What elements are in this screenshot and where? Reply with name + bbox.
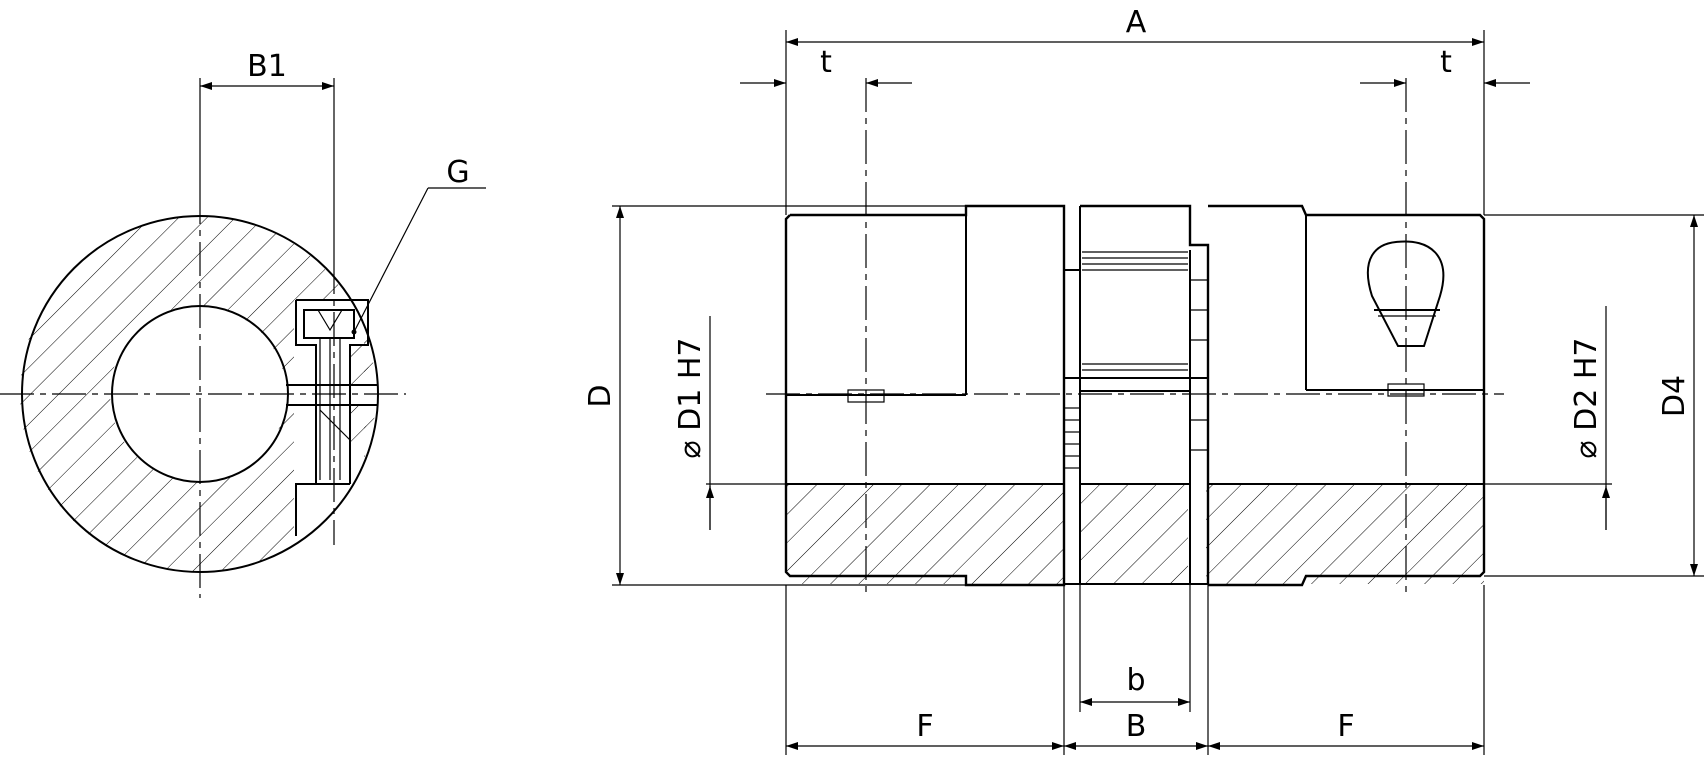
label-g: G xyxy=(446,155,469,190)
label-d: D xyxy=(583,384,618,407)
clamp-screw xyxy=(303,309,355,339)
label-f-left: F xyxy=(916,709,933,744)
right-hub xyxy=(1208,204,1486,587)
front-view: A t t D ⌀ D1 H7 ⌀ D2 H7 D4 xyxy=(583,5,1704,755)
label-d1: ⌀ D1 H7 xyxy=(673,338,708,459)
label-f-right: F xyxy=(1337,709,1354,744)
hub-section-hatch xyxy=(20,216,376,572)
label-a: A xyxy=(1126,5,1147,40)
label-d4: D4 xyxy=(1657,375,1692,417)
label-t-right: t xyxy=(1440,45,1452,80)
label-b-small: b xyxy=(1126,663,1145,698)
label-d2: ⌀ D2 H7 xyxy=(1569,338,1604,459)
side-view: B1 G xyxy=(0,49,486,598)
label-t-left: t xyxy=(820,45,832,80)
screw-hole-right xyxy=(1366,240,1445,347)
label-b: B xyxy=(1126,709,1147,744)
label-b1: B1 xyxy=(247,49,287,84)
